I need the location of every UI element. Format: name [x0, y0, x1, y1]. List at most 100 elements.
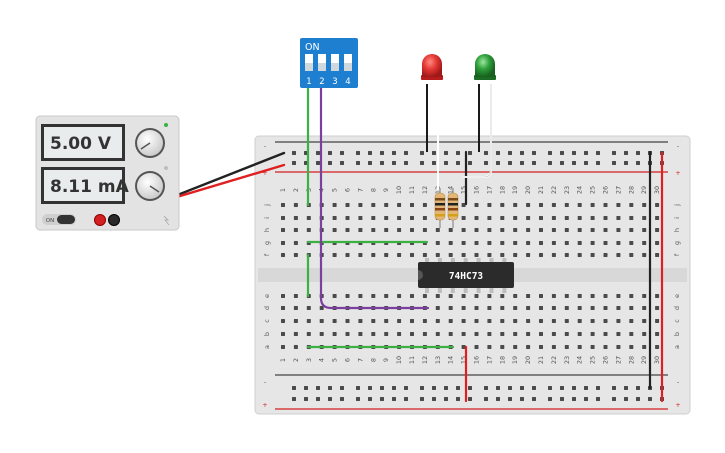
breadboard-hole[interactable] — [435, 319, 440, 323]
breadboard-hole[interactable] — [572, 386, 576, 390]
breadboard-hole[interactable] — [642, 241, 647, 245]
breadboard-hole[interactable] — [520, 386, 524, 390]
breadboard-hole[interactable] — [461, 319, 466, 323]
breadboard-hole[interactable] — [596, 151, 600, 155]
breadboard-hole[interactable] — [484, 386, 488, 390]
breadboard-hole[interactable] — [384, 228, 389, 232]
breadboard-hole[interactable] — [612, 397, 616, 401]
breadboard-hole[interactable] — [420, 161, 424, 165]
breadboard-hole[interactable] — [281, 306, 285, 310]
breadboard-hole[interactable] — [293, 203, 298, 207]
breadboard-hole[interactable] — [572, 151, 576, 155]
breadboard-hole[interactable] — [508, 386, 512, 390]
breadboard-hole[interactable] — [435, 228, 440, 232]
breadboard-hole[interactable] — [487, 345, 492, 349]
breadboard-hole[interactable] — [345, 332, 350, 336]
breadboard-hole[interactable] — [560, 386, 564, 390]
breadboard-hole[interactable] — [526, 253, 531, 257]
breadboard-hole[interactable] — [281, 241, 285, 245]
breadboard-hole[interactable] — [368, 386, 372, 390]
breadboard-hole[interactable] — [655, 306, 660, 310]
breadboard-hole[interactable] — [500, 332, 505, 336]
breadboard-hole[interactable] — [526, 228, 531, 232]
breadboard-hole[interactable] — [316, 386, 320, 390]
breadboard-hole[interactable] — [487, 332, 492, 336]
breadboard-hole[interactable] — [468, 151, 472, 155]
breadboard-hole[interactable] — [293, 216, 298, 220]
breadboard-hole[interactable] — [397, 203, 402, 207]
breadboard-hole[interactable] — [332, 216, 337, 220]
breadboard-hole[interactable] — [539, 216, 543, 220]
breadboard-hole[interactable] — [642, 294, 647, 298]
dip-toggle-3[interactable] — [331, 54, 339, 71]
breadboard-hole[interactable] — [328, 151, 332, 155]
breadboard-hole[interactable] — [572, 161, 576, 165]
breadboard-hole[interactable] — [642, 319, 647, 323]
breadboard-hole[interactable] — [293, 253, 298, 257]
breadboard-hole[interactable] — [392, 397, 396, 401]
breadboard-hole[interactable] — [293, 228, 298, 232]
breadboard-hole[interactable] — [380, 151, 384, 155]
breadboard-hole[interactable] — [281, 319, 285, 323]
breadboard-hole[interactable] — [590, 216, 595, 220]
breadboard-hole[interactable] — [560, 151, 564, 155]
breadboard-hole[interactable] — [551, 216, 556, 220]
breadboard-hole[interactable] — [508, 151, 512, 155]
breadboard-hole[interactable] — [577, 216, 582, 220]
breadboard-hole[interactable] — [513, 345, 518, 349]
breadboard-hole[interactable] — [316, 161, 320, 165]
breadboard-hole[interactable] — [306, 319, 311, 323]
breadboard-hole[interactable] — [404, 386, 408, 390]
breadboard-hole[interactable] — [456, 161, 460, 165]
breadboard-hole[interactable] — [513, 203, 518, 207]
dip-switch[interactable]: ON 1 2 3 4 — [300, 38, 358, 88]
breadboard-hole[interactable] — [461, 253, 466, 257]
breadboard-hole[interactable] — [642, 306, 647, 310]
breadboard-hole[interactable] — [624, 397, 628, 401]
breadboard-hole[interactable] — [448, 294, 453, 298]
breadboard-hole[interactable] — [590, 203, 595, 207]
breadboard-hole[interactable] — [384, 253, 389, 257]
breadboard-hole[interactable] — [590, 294, 595, 298]
breadboard-hole[interactable] — [281, 294, 285, 298]
breadboard-hole[interactable] — [564, 228, 569, 232]
breadboard-hole[interactable] — [500, 306, 505, 310]
breadboard-hole[interactable] — [551, 241, 556, 245]
breadboard-hole[interactable] — [420, 151, 424, 155]
breadboard-hole[interactable] — [655, 294, 660, 298]
breadboard-hole[interactable] — [328, 161, 332, 165]
breadboard-hole[interactable] — [371, 203, 376, 207]
breadboard-hole[interactable] — [655, 332, 660, 336]
breadboard-hole[interactable] — [629, 228, 634, 232]
resistor-1[interactable] — [434, 188, 446, 228]
breadboard-hole[interactable] — [358, 319, 363, 323]
breadboard-hole[interactable] — [584, 151, 588, 155]
breadboard-hole[interactable] — [432, 397, 436, 401]
breadboard-hole[interactable] — [539, 345, 543, 349]
breadboard-hole[interactable] — [560, 161, 564, 165]
breadboard-hole[interactable] — [539, 241, 543, 245]
breadboard-hole[interactable] — [577, 345, 582, 349]
breadboard-hole[interactable] — [539, 332, 543, 336]
breadboard-hole[interactable] — [422, 203, 427, 207]
breadboard-hole[interactable] — [596, 386, 600, 390]
breadboard-hole[interactable] — [603, 332, 608, 336]
breadboard-hole[interactable] — [281, 228, 285, 232]
breadboard-hole[interactable] — [306, 306, 311, 310]
breadboard-hole[interactable] — [304, 386, 308, 390]
breadboard-hole[interactable] — [564, 216, 569, 220]
breadboard-hole[interactable] — [293, 319, 298, 323]
breadboard-hole[interactable] — [456, 397, 460, 401]
breadboard-hole[interactable] — [435, 294, 440, 298]
breadboard-hole[interactable] — [655, 241, 660, 245]
breadboard-hole[interactable] — [596, 161, 600, 165]
breadboard-hole[interactable] — [655, 228, 660, 232]
dip-toggle-2[interactable] — [318, 54, 326, 71]
breadboard-hole[interactable] — [636, 161, 640, 165]
breadboard-hole[interactable] — [548, 151, 552, 155]
breadboard-hole[interactable] — [616, 203, 621, 207]
breadboard-hole[interactable] — [404, 397, 408, 401]
breadboard-hole[interactable] — [500, 294, 505, 298]
breadboard-hole[interactable] — [513, 253, 518, 257]
breadboard-hole[interactable] — [293, 345, 298, 349]
